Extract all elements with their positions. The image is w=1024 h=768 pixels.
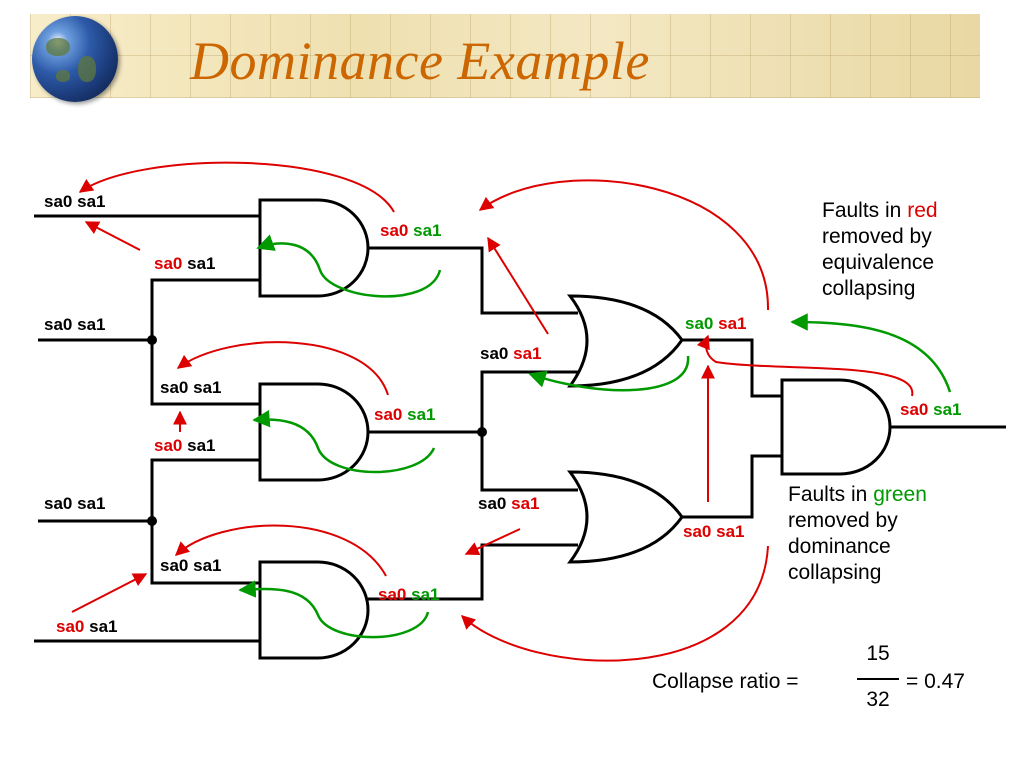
or-gate-2 bbox=[566, 470, 684, 564]
ratio-result: = 0.47 bbox=[906, 670, 965, 693]
equivalence-arrows bbox=[71, 161, 914, 662]
and-gate-1 bbox=[258, 198, 370, 298]
ratio-denominator: 32 bbox=[866, 688, 890, 711]
equivalence-note: Faults in red removed by equivalence col… bbox=[822, 199, 938, 300]
fraction-bar bbox=[857, 678, 899, 680]
fault-label-or2-input-a: sa0 sa1 bbox=[478, 494, 540, 513]
dominance-arrows bbox=[238, 234, 952, 639]
fault-label-gate1-output: sa0 sa1 bbox=[380, 221, 442, 240]
and-gate-out bbox=[780, 378, 892, 476]
fault-label-input-3: sa0 sa1 bbox=[44, 494, 106, 513]
fault-label-input-1: sa0 sa1 bbox=[44, 192, 106, 211]
fault-label-gate3-input-a: sa0 sa1 bbox=[160, 556, 222, 575]
banner-grid bbox=[30, 14, 980, 98]
fault-label-gate2-output: sa0 sa1 bbox=[374, 405, 436, 424]
page-title: Dominance Example bbox=[190, 31, 650, 91]
fault-label-or2-output: sa0 sa1 bbox=[683, 522, 745, 541]
fault-label-input-4: sa0 sa1 bbox=[56, 617, 118, 636]
globe-icon bbox=[32, 16, 118, 102]
wires bbox=[34, 214, 1006, 643]
fault-label-or1-output: sa0 sa1 bbox=[685, 314, 747, 333]
fault-label-or1-input-b: sa0 sa1 bbox=[480, 344, 542, 363]
fault-label-input-2: sa0 sa1 bbox=[44, 315, 106, 334]
title-banner bbox=[30, 14, 980, 98]
and-gate-3 bbox=[258, 560, 370, 660]
and-gate-2 bbox=[258, 382, 370, 482]
ratio-numerator: 15 bbox=[866, 642, 890, 665]
dominance-note: Faults in green removed by dominance col… bbox=[788, 483, 927, 584]
fault-label-gate2-input-a: sa0 sa1 bbox=[160, 378, 222, 397]
or-gate-1 bbox=[566, 294, 684, 388]
fault-label-final-output: sa0 sa1 bbox=[900, 400, 962, 419]
fault-label-gate3-output: sa0 sa1 bbox=[378, 585, 440, 604]
fault-label-gate2-input-b: sa0 sa1 bbox=[154, 436, 216, 455]
junction-dots bbox=[147, 335, 487, 526]
fault-label-gate1-input-b: sa0 sa1 bbox=[154, 254, 216, 273]
ratio-label: Collapse ratio = bbox=[652, 670, 799, 693]
